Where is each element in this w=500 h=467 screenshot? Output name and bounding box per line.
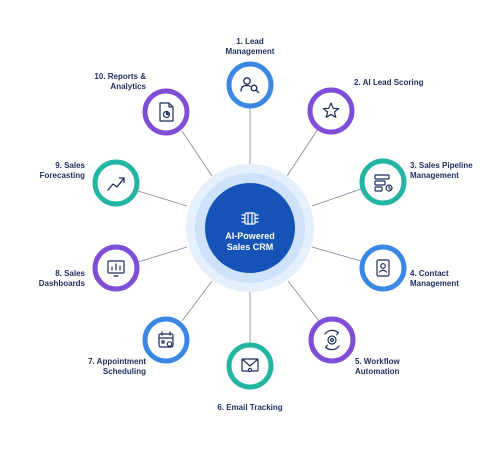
node-4-label: 4. Contact Management xyxy=(410,269,459,288)
envelope-icon xyxy=(241,358,259,373)
node-1-ring xyxy=(226,61,274,109)
calendar-icon xyxy=(158,331,174,348)
connector-4 xyxy=(311,246,362,262)
hub-title: AI-Powered Sales CRM xyxy=(225,231,275,252)
connector-3 xyxy=(311,188,362,207)
connector-7 xyxy=(181,280,213,322)
contact-card-icon xyxy=(376,259,390,277)
node-3-ring xyxy=(359,158,407,206)
connector-10 xyxy=(181,130,213,177)
node-5-label: 5. Workflow Automation xyxy=(355,357,400,376)
node-7-label: 7. Appointment Scheduling xyxy=(88,357,146,376)
node-6-label: 6. Email Tracking xyxy=(217,403,283,412)
node-2[interactable] xyxy=(307,87,355,135)
connector-lines xyxy=(137,104,362,344)
node-2-ring xyxy=(307,87,355,135)
node-9-label: 9. Sales Forecasting xyxy=(39,161,85,180)
node-3[interactable] xyxy=(359,158,407,206)
connector-9 xyxy=(137,190,188,207)
node-9-ring xyxy=(92,159,140,207)
node-1-label: 1. Lead Management xyxy=(225,37,275,56)
node-7[interactable] xyxy=(142,316,190,364)
star-icon xyxy=(322,102,340,118)
node-7-ring xyxy=(142,316,190,364)
report-document-icon xyxy=(159,102,174,122)
node-3-label: 3. Sales Pipeline Management xyxy=(410,161,473,180)
node-5[interactable] xyxy=(308,316,356,364)
node-10[interactable] xyxy=(142,88,190,136)
node-2-label: 2. AI Lead Scoring xyxy=(354,78,424,87)
connector-8 xyxy=(137,246,188,263)
node-4[interactable] xyxy=(359,244,407,292)
node-5-ring xyxy=(308,316,356,364)
node-6[interactable] xyxy=(226,342,274,390)
node-8[interactable] xyxy=(92,244,140,292)
trend-up-icon xyxy=(107,177,125,191)
node-8-label: 8. Sales Dashboards xyxy=(38,269,85,288)
node-10-label: 10. Reports & Analytics xyxy=(94,72,146,91)
central-hub xyxy=(186,164,314,292)
pipeline-icon xyxy=(374,174,393,192)
dashboard-chart-icon xyxy=(107,260,125,277)
ai-chip-icon xyxy=(241,212,259,225)
hub-core xyxy=(205,183,295,273)
node-9[interactable] xyxy=(92,159,140,207)
connector-2 xyxy=(286,128,319,177)
node-1[interactable] xyxy=(226,61,274,109)
gear-cycle-icon xyxy=(324,329,340,351)
user-search-icon xyxy=(240,77,260,94)
connector-5 xyxy=(287,280,320,322)
